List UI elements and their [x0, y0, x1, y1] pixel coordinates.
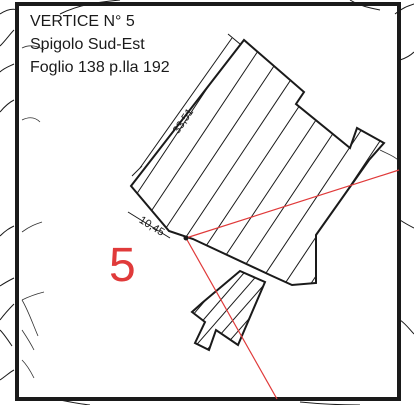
- dimension-short-label: 10,45: [137, 214, 167, 239]
- dimension-long-label: 33,51: [171, 107, 196, 137]
- vertex-marker-lines: [185, 169, 400, 400]
- small-building-parcel: [190, 269, 267, 352]
- inner-map-lines: [21, 45, 399, 379]
- map-frame: [15, 2, 401, 401]
- corner-description: Spigolo Sud-Est: [30, 36, 145, 53]
- vertex-title: VERTICE N° 5: [30, 13, 135, 30]
- cadastral-reference: Foglio 138 p.lla 192: [30, 59, 170, 76]
- vertex-number: 5: [109, 239, 136, 292]
- vertex-point: [183, 235, 189, 241]
- map-title-block: VERTICE N° 5 Spigolo Sud-Est Foglio 138 …: [30, 10, 170, 79]
